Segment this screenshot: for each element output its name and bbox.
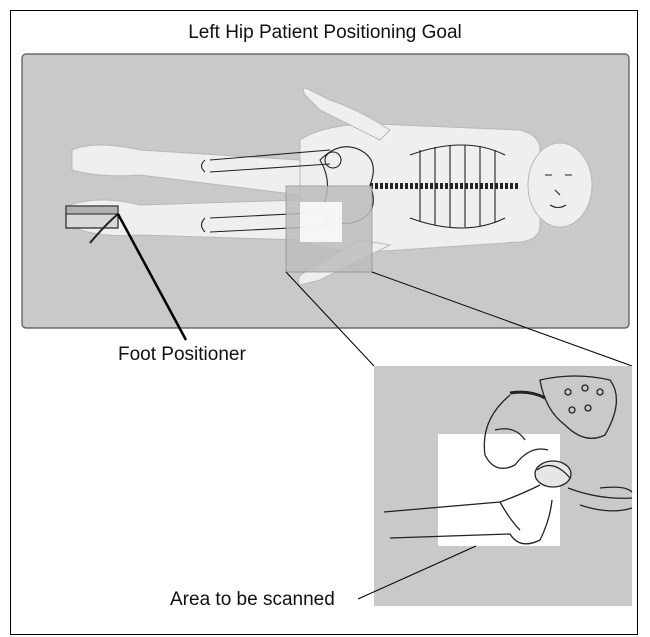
foot-positioner-label: Foot Positioner bbox=[118, 344, 246, 366]
zoomed-scan-area bbox=[438, 434, 560, 546]
table-scan-target bbox=[300, 202, 342, 242]
area-to-be-scanned-label: Area to be scanned bbox=[170, 589, 335, 611]
